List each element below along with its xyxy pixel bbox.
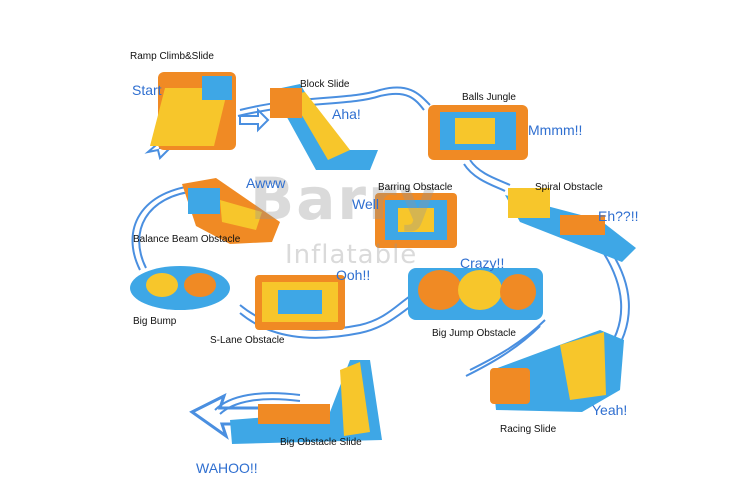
label-big-obstacle-slide: Big Obstacle Slide [280, 437, 362, 448]
big-bump-inflatable [130, 266, 230, 310]
forward-arrow-icon [239, 107, 270, 133]
label-balance-beam-obstacle: Balance Beam Obstacle [133, 234, 241, 245]
s-lane-obstacle-inflatable [255, 275, 345, 330]
exclaim-yeah: Yeah! [592, 402, 628, 418]
label-big-jump-obstacle: Big Jump Obstacle [432, 328, 516, 339]
block-slide-inflatable [270, 84, 378, 170]
label-s-lane-obstacle: S-Lane Obstacle [210, 335, 285, 346]
exclaim-ooh: Ooh!! [336, 267, 371, 283]
label-balls-jungle: Balls Jungle [462, 92, 516, 103]
exclaim-crazy: Crazy!! [460, 255, 505, 271]
label-barring-obstacle: Barring Obstacle [378, 182, 453, 193]
label-block-slide: Block Slide [300, 79, 350, 90]
brand-watermark: Barry [250, 165, 439, 233]
spiral-obstacle-inflatable [505, 188, 636, 262]
exclaim-mmmm: Mmmm!! [528, 122, 583, 138]
big-obstacle-slide-inflatable [230, 360, 382, 444]
barring-obstacle-inflatable [375, 193, 457, 248]
exclaim-eh: Eh??!! [598, 208, 639, 224]
balance-beam-obstacle-inflatable [182, 178, 280, 244]
racing-slide-inflatable [490, 330, 624, 412]
exclaim-aha: Aha! [332, 106, 361, 122]
label-spiral-obstacle: Spiral Obstacle [535, 182, 603, 193]
big-jump-obstacle-inflatable [408, 268, 543, 320]
ramp-climb-slide-inflatable [150, 72, 236, 150]
label-racing-slide: Racing Slide [500, 424, 557, 435]
label-big-bump: Big Bump [133, 316, 177, 327]
exclaim-wahoo: WAHOO!! [196, 460, 258, 476]
balls-jungle-inflatable [428, 105, 528, 160]
label-ramp-climb-slide: Ramp Climb&Slide [130, 51, 214, 62]
exclaim-awww: Awww [246, 175, 286, 191]
exclaim-well: Well [352, 196, 379, 212]
brand-watermark-sub: Inflatable [285, 240, 418, 270]
exclaim-start: Start [132, 82, 162, 98]
